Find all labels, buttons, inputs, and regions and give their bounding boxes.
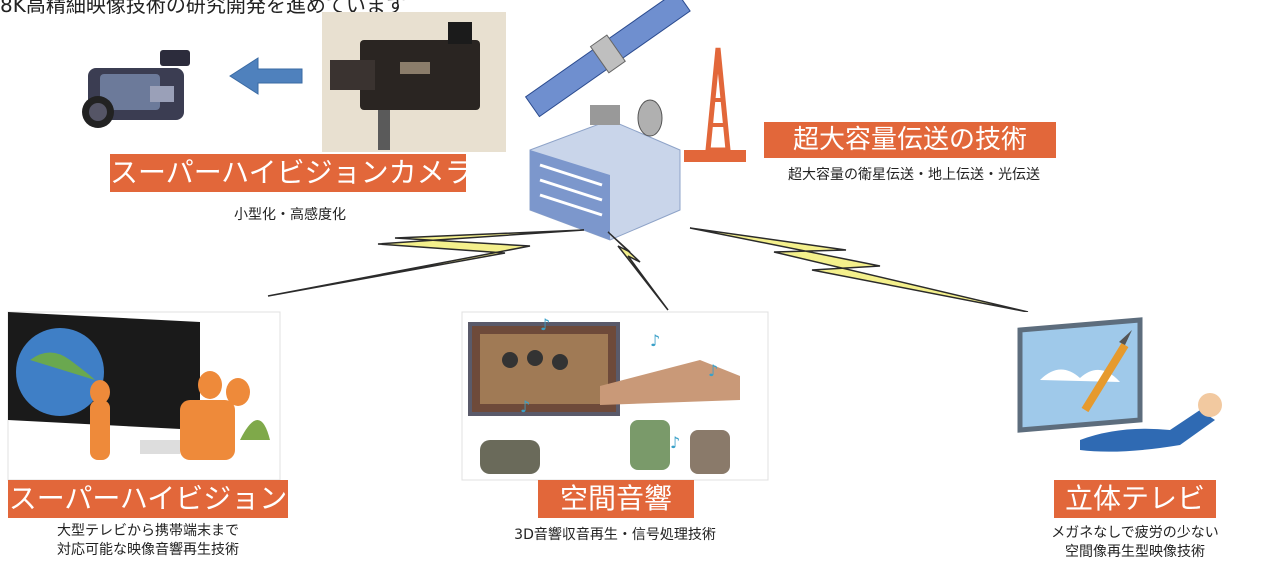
stereo-tv-room-image	[1000, 312, 1255, 480]
svg-text:♪: ♪	[520, 397, 530, 416]
svg-text:♪: ♪	[650, 331, 660, 350]
super-hivision-caption: 大型テレビから携帯端末まで 対応可能な映像音響再生技術	[0, 522, 296, 560]
spatial-audio-caption: 3D音響収音再生・信号処理技術	[514, 527, 716, 543]
svg-text:♪: ♪	[708, 361, 718, 380]
transmission-title-label: 超大容量伝送の技術	[764, 122, 1056, 158]
transmission-caption: 超大容量の衛星伝送・地上伝送・光伝送	[788, 167, 1040, 183]
studio-camera-image	[322, 12, 506, 152]
super-hivision-room-image	[7, 311, 281, 481]
svg-text:♪: ♪	[670, 433, 680, 452]
camera-caption: 小型化・高感度化	[234, 207, 346, 223]
super-hivision-caption-line-2: 対応可能な映像音響再生技術	[57, 542, 239, 558]
super-hivision-title-label: スーパーハイビジョン	[8, 480, 288, 518]
spatial-audio-room-image: ♪ ♪ ♪ ♪ ♪	[461, 311, 769, 481]
arrow-left-icon	[229, 57, 303, 95]
camera-title-label: スーパーハイビジョンカメラ	[110, 154, 473, 192]
super-hivision-caption-line-1: 大型テレビから携帯端末まで	[57, 523, 239, 539]
lightning-bolt-center-icon	[607, 231, 669, 311]
spatial-audio-title-label: 空間音響	[538, 480, 694, 518]
camcorder-icon	[82, 50, 190, 128]
broadcast-tower-icon	[684, 47, 746, 162]
satellite-icon	[524, 0, 691, 118]
header-text: 8K高精細映像技術の研究開発を進めています	[0, 0, 406, 17]
stereo-tv-caption-line-2: 空間像再生型映像技術	[1065, 544, 1205, 560]
stereo-tv-title-label: 立体テレビ	[1054, 480, 1216, 518]
broadcast-building-icon	[529, 99, 681, 241]
svg-text:♪: ♪	[540, 315, 550, 334]
lightning-bolt-right-icon	[689, 227, 1029, 313]
lightning-bolt-left-icon	[267, 229, 585, 297]
stereo-tv-caption: メガネなしで疲労の少ない 空間像再生型映像技術	[1010, 524, 1260, 562]
stereo-tv-caption-line-1: メガネなしで疲労の少ない	[1051, 525, 1219, 541]
